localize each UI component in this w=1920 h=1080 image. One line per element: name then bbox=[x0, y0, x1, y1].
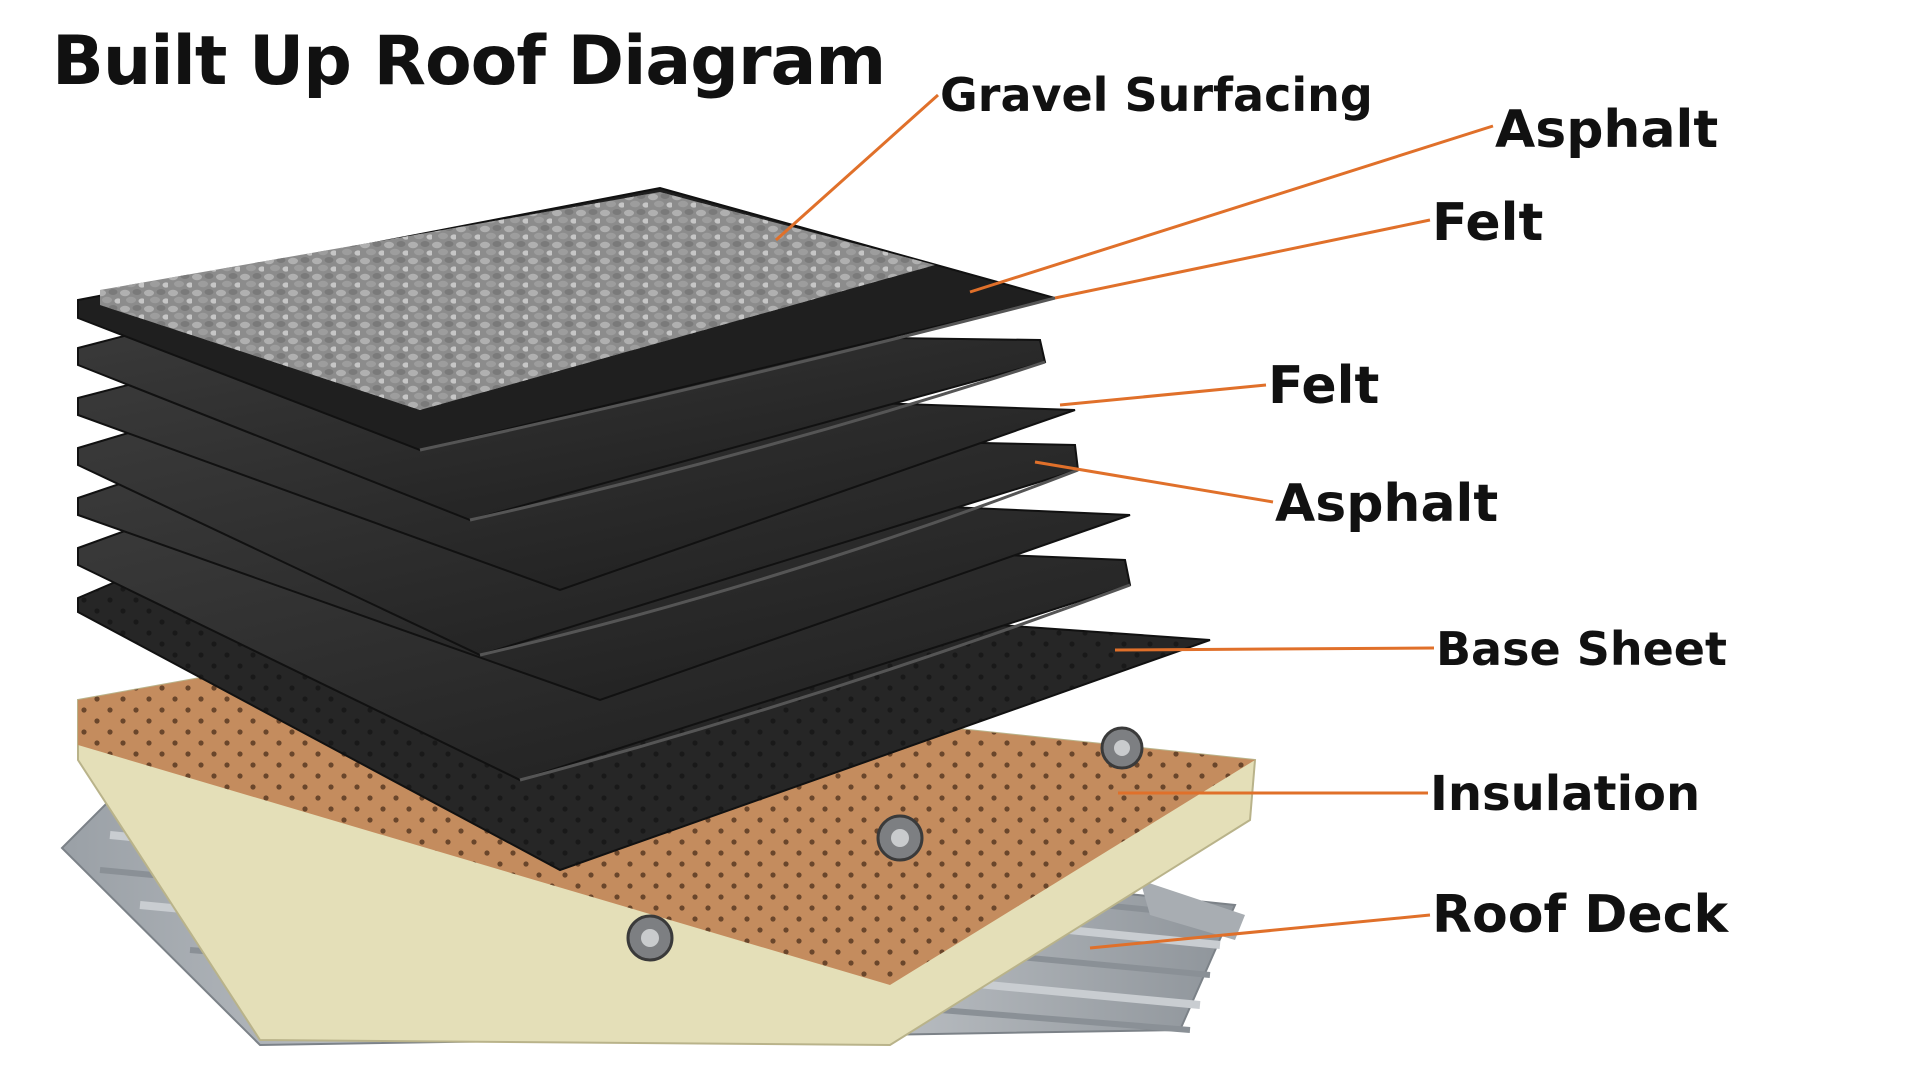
leader-asphalt-middle bbox=[1034, 460, 1274, 504]
label-felt-middle: Felt bbox=[1268, 356, 1380, 416]
leader-lines bbox=[774, 93, 1494, 950]
leader-felt-top bbox=[1054, 218, 1431, 300]
label-base-sheet: Base Sheet bbox=[1436, 622, 1727, 676]
gravel-surface-layer bbox=[77, 186, 1059, 452]
leader-felt-middle bbox=[1059, 383, 1267, 407]
label-felt-top: Felt bbox=[1432, 193, 1544, 253]
label-asphalt-middle: Asphalt bbox=[1275, 474, 1499, 534]
label-insulation: Insulation bbox=[1430, 766, 1701, 822]
label-asphalt-top: Asphalt bbox=[1495, 100, 1719, 160]
label-roof-deck: Roof Deck bbox=[1432, 885, 1729, 945]
diagram-title: Built Up Roof Diagram bbox=[52, 22, 886, 101]
leader-roof-deck bbox=[1089, 913, 1431, 950]
leader-asphalt-top bbox=[969, 124, 1494, 294]
leader-base-sheet bbox=[1114, 646, 1435, 652]
leader-gravel-surfacing bbox=[774, 93, 940, 242]
label-gravel-surfacing: Gravel Surfacing bbox=[940, 68, 1373, 122]
